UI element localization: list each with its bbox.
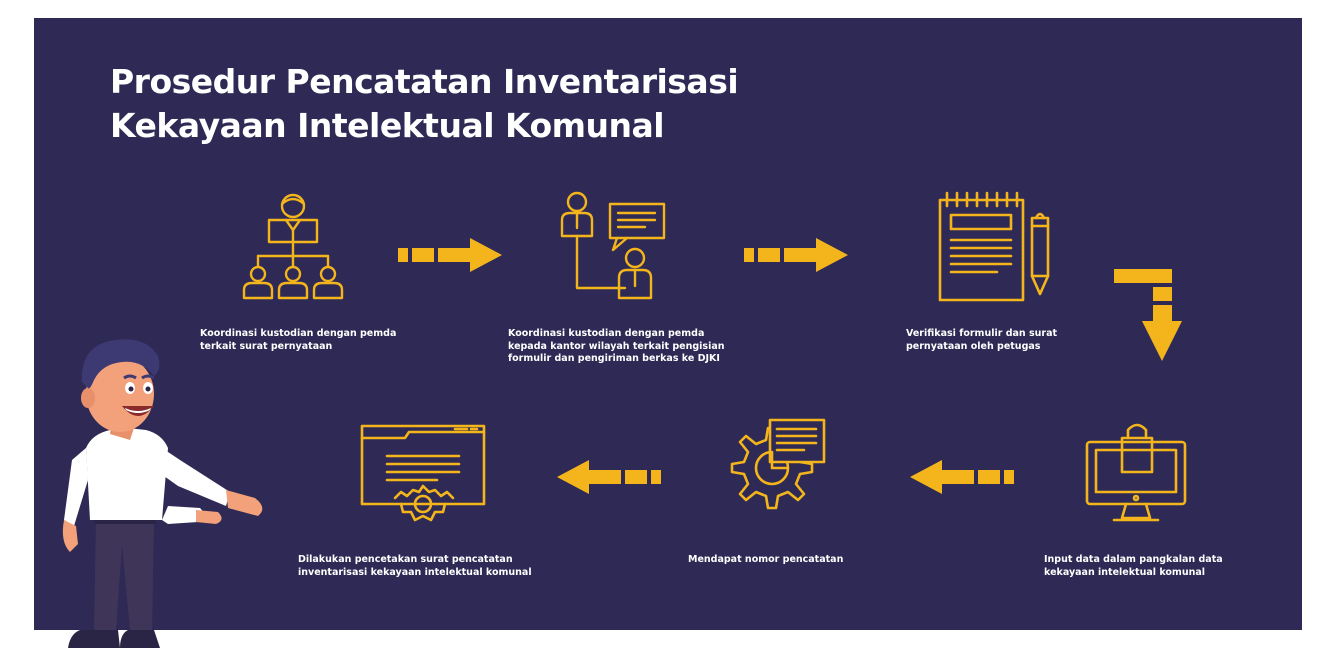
step-2-label: Koordinasi kustodian dengan pemda kepada… [508,328,725,364]
arrow-step5-to-step6 [555,458,661,496]
arrow-step4-to-step5 [908,458,1014,496]
arrow-step3-to-step4 [1110,265,1185,363]
page-title: Prosedur Pencatatan Inventarisasi Kekaya… [110,60,739,148]
browser-gear-icon [357,420,489,525]
step-4-label: Input data dalam pangkalan data kekayaan… [1044,554,1223,578]
arrow-step2-to-step3 [744,236,850,274]
gear-document-icon [712,416,837,526]
infographic-panel [34,18,1302,630]
title-line-2: Kekayaan Intelektual Komunal [110,106,665,145]
form-pencil-icon [935,190,1055,305]
consultation-chat-icon [555,188,670,303]
step-5-label: Mendapat nomor pencatatan [688,554,844,565]
title-line-1: Prosedur Pencatatan Inventarisasi [110,62,739,101]
arrow-step1-to-step2 [398,236,504,274]
computer-database-icon [1082,414,1190,526]
step-6-label: Dilakukan pencetakan surat pencatatan in… [298,554,532,578]
step-1-label: Koordinasi kustodian dengan pemda terkai… [200,328,397,352]
presenter-man-icon [50,330,275,658]
organization-hierarchy-icon [238,190,348,305]
step-3-label: Verifikasi formulir dan surat pernyataan… [906,328,1058,352]
